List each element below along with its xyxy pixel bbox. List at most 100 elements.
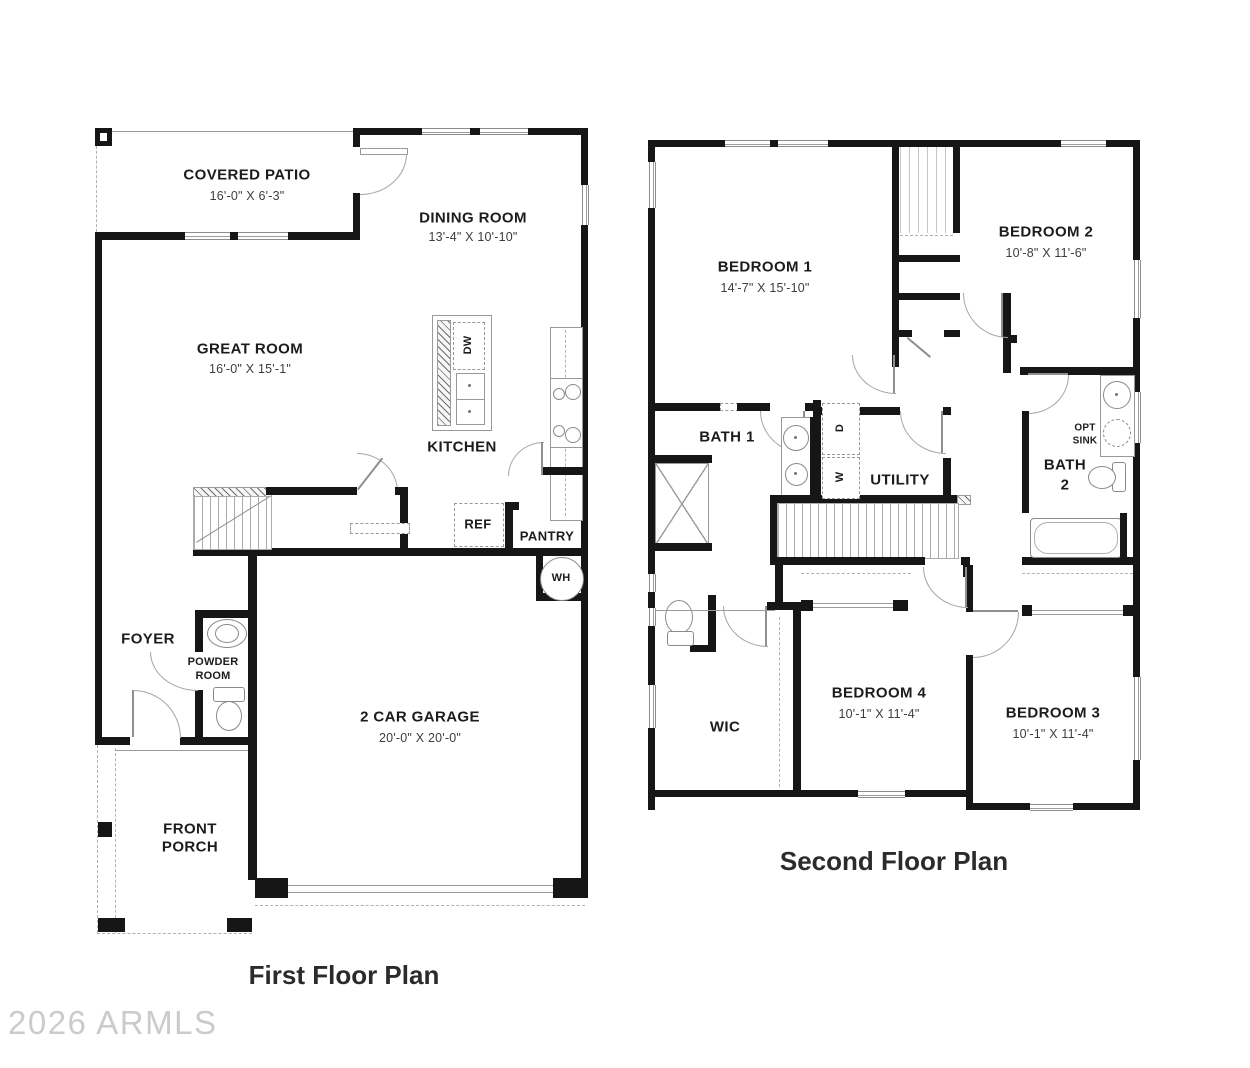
- label-dryer: D: [834, 423, 846, 433]
- closet-rod: [779, 617, 780, 787]
- wall: [1133, 140, 1140, 260]
- wall: [648, 543, 712, 551]
- wall: [1022, 411, 1029, 513]
- wall: [266, 487, 357, 495]
- room-dims-bedroom3: 10'-1" X 11'-4": [1012, 727, 1094, 741]
- wall: [813, 400, 821, 503]
- room-label-front-porch: PORCH: [161, 838, 219, 856]
- wall: [353, 193, 360, 240]
- window: [185, 232, 230, 240]
- door-leaf: [973, 610, 1018, 612]
- wall: [793, 607, 801, 790]
- door-arc: [723, 606, 768, 647]
- wall: [553, 878, 585, 898]
- sink-drain: [794, 436, 797, 439]
- optional-sink-symbol: [1103, 419, 1131, 447]
- door-leaf: [1028, 373, 1068, 375]
- window: [1061, 140, 1106, 147]
- dashed-line: [97, 745, 98, 933]
- wall: [193, 548, 588, 556]
- stair-shaft: [900, 147, 953, 233]
- porch-post: [98, 822, 112, 837]
- wall: [953, 147, 960, 233]
- wall: [775, 555, 783, 610]
- shower-symbol: [655, 463, 709, 545]
- dashed-line: [115, 748, 116, 933]
- wall: [966, 565, 973, 612]
- burner: [565, 384, 581, 400]
- room-dims-garage: 20'-0" X 20'-0": [379, 731, 461, 745]
- room-label-bedroom1: BEDROOM 1: [717, 258, 813, 276]
- wall: [1133, 443, 1140, 677]
- wall: [737, 403, 770, 411]
- wall: [1020, 367, 1140, 375]
- wall: [648, 728, 655, 810]
- line: [112, 131, 360, 132]
- window: [1134, 392, 1141, 443]
- refrigerator-box: [454, 503, 504, 547]
- room-dims-bedroom2: 10'-8" X 11'-6": [1005, 246, 1087, 260]
- wall: [708, 595, 716, 652]
- toilet-symbol: [213, 687, 245, 702]
- wall: [1133, 760, 1140, 810]
- room-label-bedroom4: BEDROOM 4: [831, 684, 927, 702]
- wall: [180, 737, 248, 745]
- room-label-bath2: 2: [1060, 476, 1070, 494]
- door-leaf: [965, 567, 967, 607]
- water-heater-symbol: [540, 557, 584, 601]
- closet-rod: [801, 573, 911, 574]
- label-dishwasher: DW: [462, 335, 474, 355]
- wall: [966, 803, 1030, 810]
- wall: [255, 878, 288, 898]
- door-arc: [923, 567, 968, 608]
- stairs: [193, 496, 272, 550]
- sink-basin: [215, 624, 239, 643]
- wall: [1073, 803, 1140, 810]
- wall: [898, 255, 960, 262]
- window: [480, 128, 528, 135]
- wall: [1133, 318, 1140, 392]
- room-label-utility: UTILITY: [870, 471, 930, 489]
- window: [649, 685, 656, 728]
- room-label-foyer: FOYER: [121, 630, 175, 648]
- wall: [966, 655, 973, 810]
- wall: [230, 232, 238, 240]
- dashed-line: [900, 235, 953, 236]
- room-dims-dining-room: 13'-4" X 10'-10": [428, 230, 518, 244]
- window: [1134, 677, 1141, 760]
- wall: [581, 128, 588, 185]
- wall: [1123, 605, 1133, 616]
- first-floor-plan: COVERED PATIO 16'-0" X 6'-3" DINING ROOM…: [95, 128, 589, 935]
- door-arc: [1028, 375, 1069, 414]
- toilet-bowl: [665, 600, 693, 634]
- window: [649, 574, 656, 592]
- wall: [648, 592, 655, 608]
- garage-door-line: [288, 885, 553, 886]
- wall: [898, 330, 912, 337]
- wall: [95, 232, 102, 745]
- wall: [648, 626, 655, 685]
- room-label-great-room: GREAT ROOM: [196, 340, 304, 358]
- door-leaf: [541, 442, 543, 475]
- bathtub-inner: [1034, 522, 1118, 554]
- wall: [195, 610, 203, 652]
- wall: [543, 467, 588, 475]
- kitchen-sink-symbol: [456, 399, 485, 425]
- wall: [648, 403, 720, 411]
- wall: [770, 140, 778, 147]
- wall: [648, 140, 655, 162]
- wall: [898, 293, 960, 300]
- room-dims-covered-patio: 16'-0" X 6'-3": [209, 189, 285, 203]
- wall: [536, 556, 543, 600]
- toilet-bowl: [1088, 466, 1116, 489]
- closet-door-line: [1032, 614, 1124, 615]
- label-opt-sink: OPT: [1074, 422, 1096, 434]
- wall: [944, 330, 960, 337]
- sink-drain: [468, 410, 471, 413]
- wall: [821, 407, 900, 415]
- wall: [892, 140, 899, 367]
- door-leaf: [893, 355, 895, 393]
- room-label-bath2: BATH: [1043, 456, 1087, 474]
- wall: [95, 232, 185, 240]
